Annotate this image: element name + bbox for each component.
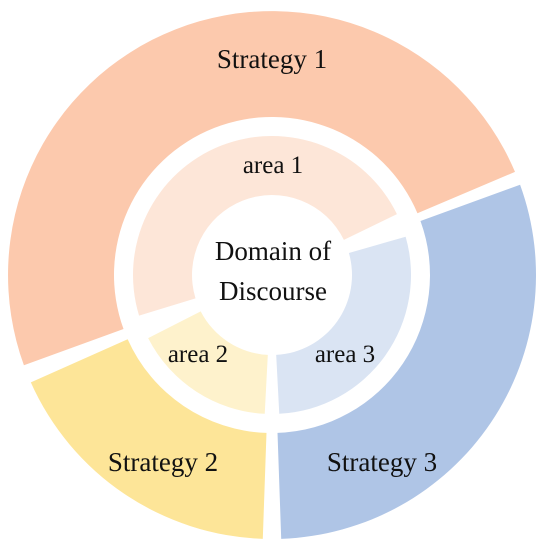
outer-segment-strategy-2 — [30, 339, 267, 539]
inner-label-area-1: area 1 — [243, 152, 303, 179]
outer-segment-strategy-1 — [8, 11, 516, 366]
center-label-line-2: Discourse — [219, 276, 327, 306]
center-label-line-1: Domain of — [215, 236, 331, 266]
inner-segment-area-3 — [276, 236, 412, 414]
inner-segment-area-2 — [148, 311, 268, 414]
outer-label-strategy-2: Strategy 2 — [108, 447, 218, 477]
outer-label-strategy-1: Strategy 1 — [217, 44, 327, 74]
inner-label-area-2: area 2 — [168, 341, 228, 368]
inner-segment-area-1 — [132, 136, 397, 316]
inner-ring — [132, 136, 412, 414]
center-label: Domain of Discourse — [215, 236, 331, 306]
inner-label-area-3: area 3 — [315, 341, 375, 368]
outer-ring — [8, 11, 537, 539]
segment-labels: Strategy 1 Strategy 2 Strategy 3 area 1 … — [108, 44, 437, 477]
outer-label-strategy-3: Strategy 3 — [327, 447, 437, 477]
outer-segment-strategy-3 — [277, 184, 537, 539]
